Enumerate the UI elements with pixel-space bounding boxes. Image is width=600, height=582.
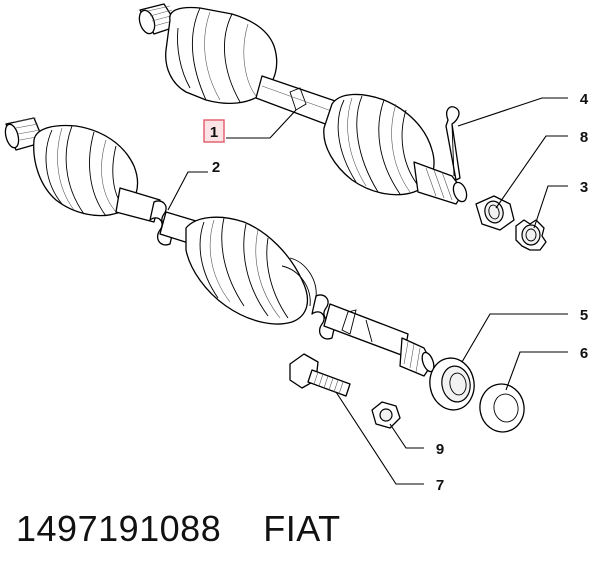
upper-inner-joint [165, 6, 278, 105]
brand-name: FIAT [263, 508, 341, 549]
upper-driveshaft [138, 3, 468, 205]
callout-3: 3 [580, 179, 588, 196]
lower-driveshaft [4, 117, 435, 377]
lower-shaft-bar-right [323, 303, 435, 377]
callout-9: 9 [436, 441, 444, 458]
upper-outer-boot [323, 93, 435, 196]
callout-7: 7 [436, 477, 444, 494]
callout-1-highlight [203, 119, 225, 143]
lower-shaft-bar-left [115, 187, 161, 223]
callout-4: 4 [580, 91, 589, 108]
callout-6: 6 [580, 345, 588, 362]
upper-outer-stub [413, 161, 468, 205]
castle-nut-retainer [515, 219, 547, 251]
part-number: 1497191088 [16, 508, 222, 549]
flat-washer [479, 383, 525, 433]
bolt [289, 353, 351, 397]
callout-5: 5 [580, 307, 588, 324]
small-nut [371, 401, 401, 429]
caption-spacer [221, 508, 263, 549]
part-caption: 1497191088 FIAT [16, 508, 341, 550]
lower-inner-joint [185, 216, 317, 325]
callout-labels: 1 2 4 8 3 5 6 9 7 [203, 91, 589, 494]
seal-ring [429, 357, 475, 411]
leader-lines [167, 97, 568, 485]
callout-8: 8 [580, 129, 588, 146]
callout-1: 1 [210, 124, 218, 141]
split-pin [445, 106, 461, 181]
axle-nut [475, 195, 515, 231]
callout-2: 2 [212, 159, 220, 176]
